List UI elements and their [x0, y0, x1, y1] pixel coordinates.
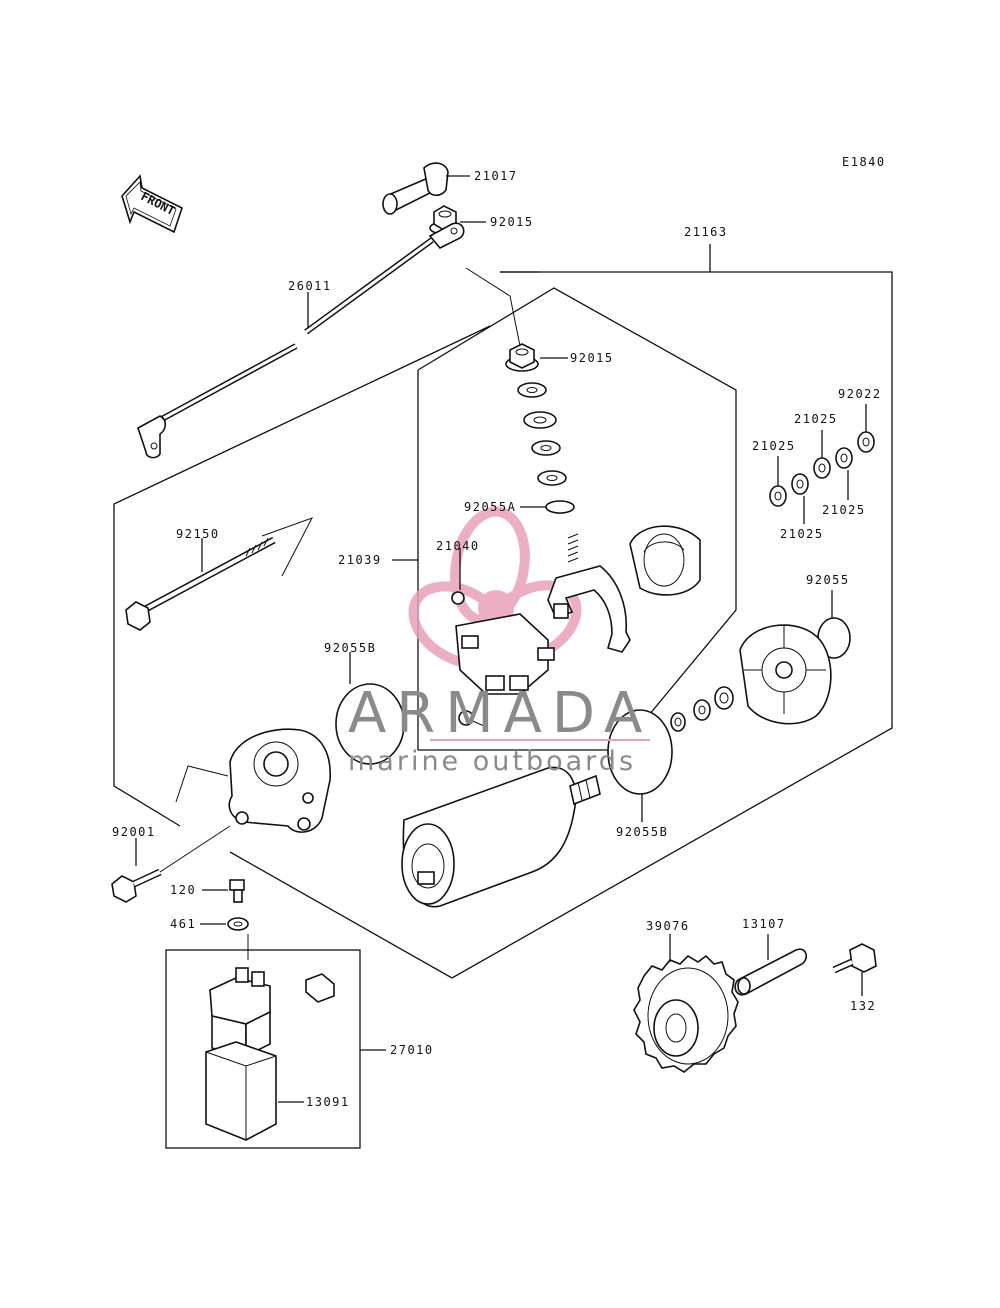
label-461: 461 [170, 917, 196, 931]
part-rear-cover [739, 624, 832, 725]
label-120: 120 [170, 883, 196, 897]
shim-washers [670, 686, 734, 732]
part-39076-gear [633, 954, 739, 1073]
label-21025-c: 21025 [822, 503, 866, 517]
part-fuse [305, 973, 335, 1003]
label-13107: 13107 [742, 917, 786, 931]
label-92015-top: 92015 [490, 215, 534, 229]
label-39076: 39076 [646, 919, 690, 933]
label-21025-d: 21025 [780, 527, 824, 541]
part-21025-washer-c [835, 447, 853, 469]
label-13091: 13091 [306, 1095, 350, 1109]
part-21025-washer-a [813, 457, 831, 479]
label-21025-a: 21025 [794, 412, 838, 426]
label-92055B-left: 92055B [324, 641, 376, 655]
label-132: 132 [850, 999, 876, 1013]
part-motor-body [401, 766, 601, 908]
label-21040: 21040 [436, 539, 480, 553]
label-21163: 21163 [684, 225, 728, 239]
label-21017: 21017 [474, 169, 518, 183]
part-132-bolt [832, 943, 877, 974]
part-92022-washer [857, 431, 875, 453]
part-92055B-oring-right [607, 709, 673, 795]
part-21025-washer-d [791, 473, 809, 495]
part-21025-washer-b [769, 485, 787, 507]
part-21017-cap [382, 162, 449, 215]
part-brush-plate [547, 533, 631, 653]
watermark-subtitle: marine outboards [348, 746, 636, 777]
assembly-outline [113, 244, 893, 979]
watermark-title: ARMADA [348, 681, 652, 746]
label-27010: 27010 [390, 1043, 434, 1057]
label-26011: 26011 [288, 279, 332, 293]
part-13091-cover [205, 1041, 277, 1141]
part-13107-shaft [734, 948, 808, 996]
part-92015-nut-mid [505, 343, 539, 372]
part-26011-cable [137, 222, 521, 459]
label-92150: 92150 [176, 527, 220, 541]
part-92055B-oring-left [335, 683, 405, 765]
part-starter-relay [209, 967, 271, 1058]
washer-stack [517, 382, 567, 486]
part-magnet-sleeve [629, 525, 701, 596]
label-92022: 92022 [838, 387, 882, 401]
part-120-bolt [229, 879, 245, 903]
part-92055A-oring [545, 500, 575, 514]
part-92001-bolt [111, 825, 231, 903]
part-21040-brush-holder [451, 591, 555, 727]
part-27010-box [165, 949, 361, 1149]
label-92001: 92001 [112, 825, 156, 839]
part-461-washer [227, 917, 249, 931]
label-92055A: 92055A [464, 500, 516, 514]
front-arrow-icon: FRONT [121, 174, 183, 234]
label-21025-b: 21025 [752, 439, 796, 453]
label-92055: 92055 [806, 573, 850, 587]
part-front-cover [228, 728, 331, 833]
label-92055B-right: 92055B [616, 825, 668, 839]
label-92015-mid: 92015 [570, 351, 614, 365]
diagram-code: E1840 [842, 155, 886, 169]
label-21039: 21039 [338, 553, 382, 567]
part-92150-bolt [125, 536, 276, 631]
